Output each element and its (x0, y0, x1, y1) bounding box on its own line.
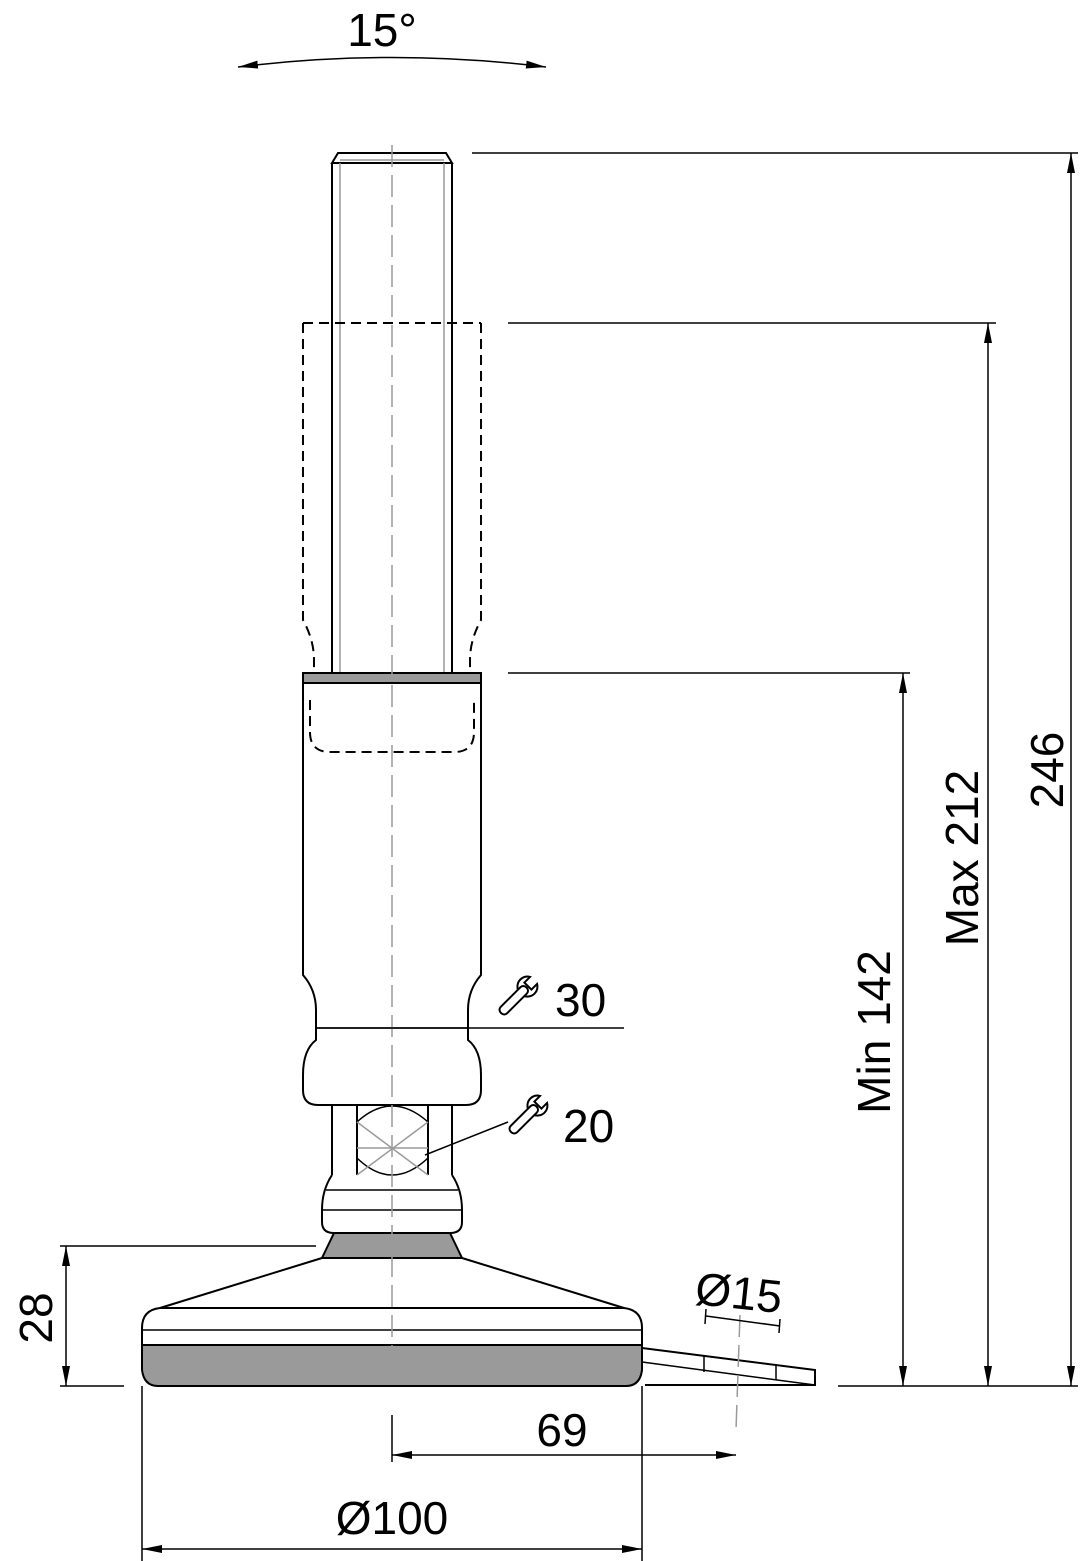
wrench-icon (498, 975, 539, 1016)
tilt-angle-arc (237, 56, 547, 69)
total-height-label: 246 (1021, 732, 1073, 809)
housing (302, 672, 482, 1106)
wrench-icon (508, 1094, 549, 1135)
tilt-angle-label: 15° (347, 4, 417, 56)
min-height-label: Min 142 (848, 950, 900, 1114)
hole-diameter-label: Ø15 (693, 1262, 785, 1323)
wrench-size-20-label: 20 (563, 1100, 614, 1152)
wrench-size-30-label: 30 (555, 974, 606, 1026)
fixing-lug (641, 1347, 816, 1386)
dimensions: 15° 246 Max 212 Min 142 30 20 28 (10, 4, 1078, 1561)
hole-axis (735, 1314, 741, 1431)
hex-nut (331, 1105, 453, 1176)
base-height-label: 28 (10, 1292, 62, 1343)
threaded-stud (330, 152, 454, 678)
leveling-foot-outline (141, 145, 816, 1431)
max-height-label: Max 212 (936, 770, 988, 946)
hole-diameter-dim-line (705, 1315, 781, 1327)
base-diameter-label: Ø100 (336, 1492, 449, 1544)
hole-offset-label: 69 (536, 1404, 587, 1456)
body-extended-hidden (302, 322, 482, 753)
